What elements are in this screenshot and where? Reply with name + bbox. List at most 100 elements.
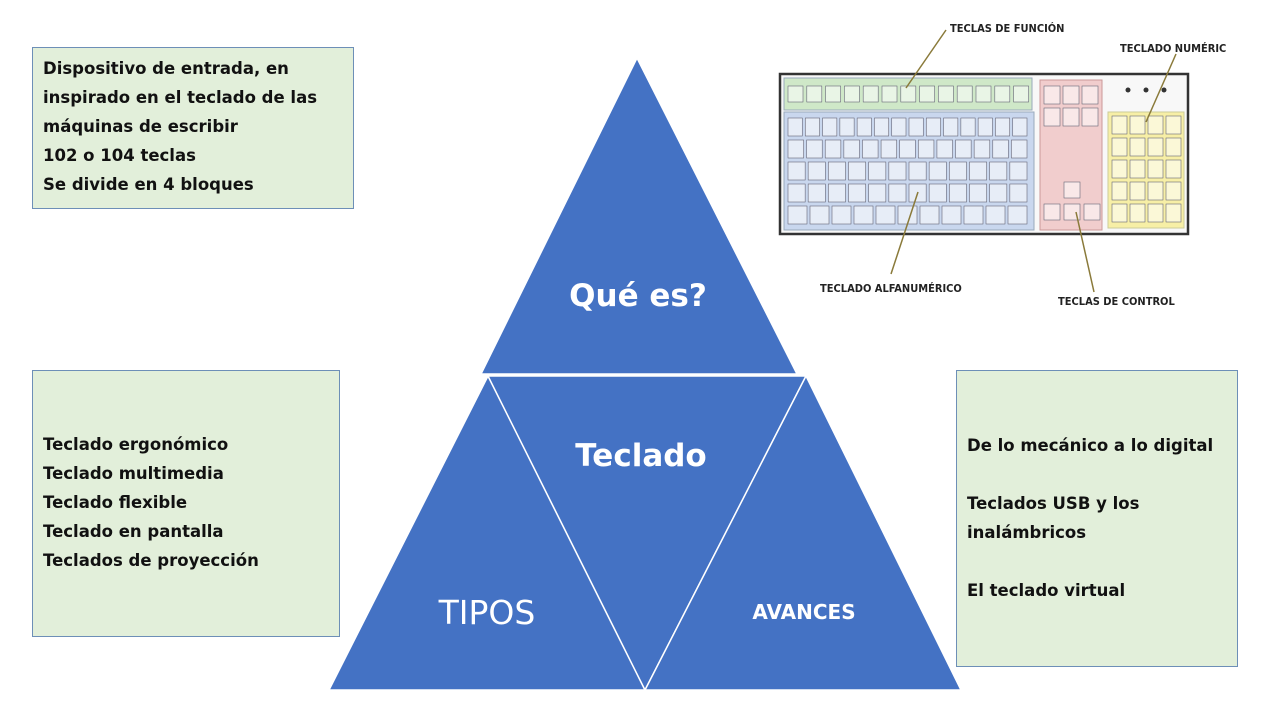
keyboard-key [1009,183,1028,203]
keyboard-key [956,85,973,103]
pyramid-top-triangle [479,56,799,375]
advances-box: De lo mecánico a lo digital Teclados USB… [956,370,1238,667]
type-item: Teclado en pantalla [43,522,224,541]
right-label: AVANCES [752,600,855,624]
type-item: Teclado ergonómico [43,435,229,454]
keyboard-key [1007,205,1028,225]
keyboard-key [1129,137,1146,157]
control-keys-caption: TECLAS DE CONTROL [1058,295,1175,308]
keyboard-key [1147,115,1164,135]
keyboard-key [1147,203,1164,223]
keyboard-key [1043,85,1061,105]
keyboard-key [809,205,830,225]
control-keys [1043,85,1101,221]
keyboard-key [899,139,916,159]
keyboard-key [848,161,866,181]
keyboard-key [908,161,927,181]
center-label: Teclado [575,438,706,474]
keyboard-key [1063,181,1081,199]
keyboard-key [897,205,918,225]
keyboard-key [787,161,806,181]
pointer-line [1145,53,1177,123]
keyboard-key [1081,107,1099,127]
keyboard-key [900,85,917,103]
keyboard-key [949,161,967,181]
keyboard-key [1063,203,1081,221]
function-keys-caption: TECLAS DE FUNCIÓN [950,22,1064,35]
keyboard-key [888,161,907,181]
definition-box: Dispositivo de entrada, en inspirado en … [32,47,354,209]
keyboard-key [856,117,872,137]
keyboard-key [938,85,954,103]
keyboard-key [844,85,860,103]
pointer-line [1075,211,1095,293]
types-box: Teclado ergonómico Teclado multimedia Te… [32,370,340,637]
keyboard-key [1111,181,1128,201]
keyboard-key [928,183,947,203]
type-item: Teclado flexible [43,493,188,512]
pointer-line [890,191,919,275]
keyboard-key [787,117,803,137]
keyboard-key [1062,107,1080,127]
top-label: Qué es? [569,278,707,314]
keyboard-key [880,139,897,159]
keyboard-key [1165,181,1182,201]
keyboard-key [1165,115,1182,135]
keyboard-key [888,183,907,203]
keyboard-key [977,117,993,137]
keyboard-key [874,117,890,137]
keyboard-key [1043,107,1061,127]
keyboard-key [848,183,866,203]
indicator-light [1161,87,1167,93]
definition-line: máquinas de escribir [43,117,238,136]
advance-item: De lo mecánico a lo digital [967,436,1214,455]
keyboard-key [1011,139,1028,159]
keyboard-key [941,205,962,225]
keyboard-key [807,183,826,203]
pyramid-bottom-right-triangle [643,374,963,691]
indicator-light [1125,87,1131,93]
keyboard-key [1165,159,1182,179]
keyboard-key [825,85,841,103]
keyboard-key [955,139,972,159]
keyboard-key [787,205,808,225]
keyboard-key [985,205,1006,225]
keyboard-key [1147,137,1164,157]
keyboard-key [804,117,820,137]
alphanumeric-caption: TECLADO ALFANUMÉRICO [820,282,962,295]
keyboard-diagram: TECLAS DE FUNCIÓN TECLADO NUMÉRICO TECLA… [778,22,1226,308]
keyboard-key [1111,137,1128,157]
indicator-light [1143,87,1149,93]
keyboard-key [936,139,953,159]
alphanumeric-keys [787,117,1028,225]
left-label: TIPOS [438,593,536,632]
keyboard-key [963,205,984,225]
numeric-keypad-caption: TECLADO NUMÉRICO [1120,42,1226,55]
function-keys [787,85,1029,103]
keyboard-key [787,183,806,203]
pointer-line [905,29,947,89]
keyboard-key [831,205,852,225]
definition-line: Dispositivo de entrada, en [43,59,289,78]
keyboard-key [1081,85,1099,105]
numeric-keys [1111,115,1182,223]
keyboard-key [989,161,1008,181]
keyboard-key [1147,159,1164,179]
keyboard-key [1043,203,1061,221]
keyboard-key [839,117,855,137]
type-item: Teclados de proyección [43,551,259,570]
keyboard-key [925,117,941,137]
keyboard-key [973,139,991,159]
keyboard-key [875,205,896,225]
keyboard-key [995,117,1011,137]
keyboard-key [1165,137,1182,157]
keyboard-key [881,85,898,103]
keyboard-key [989,183,1008,203]
advance-item: Teclados USB y los [967,494,1140,513]
keyboard-key [1111,203,1128,223]
type-item: Teclado multimedia [43,464,224,483]
keyboard-key [862,85,879,103]
keyboard-key [787,85,804,103]
keyboard-key [919,85,935,103]
keyboard-key [1083,203,1101,221]
